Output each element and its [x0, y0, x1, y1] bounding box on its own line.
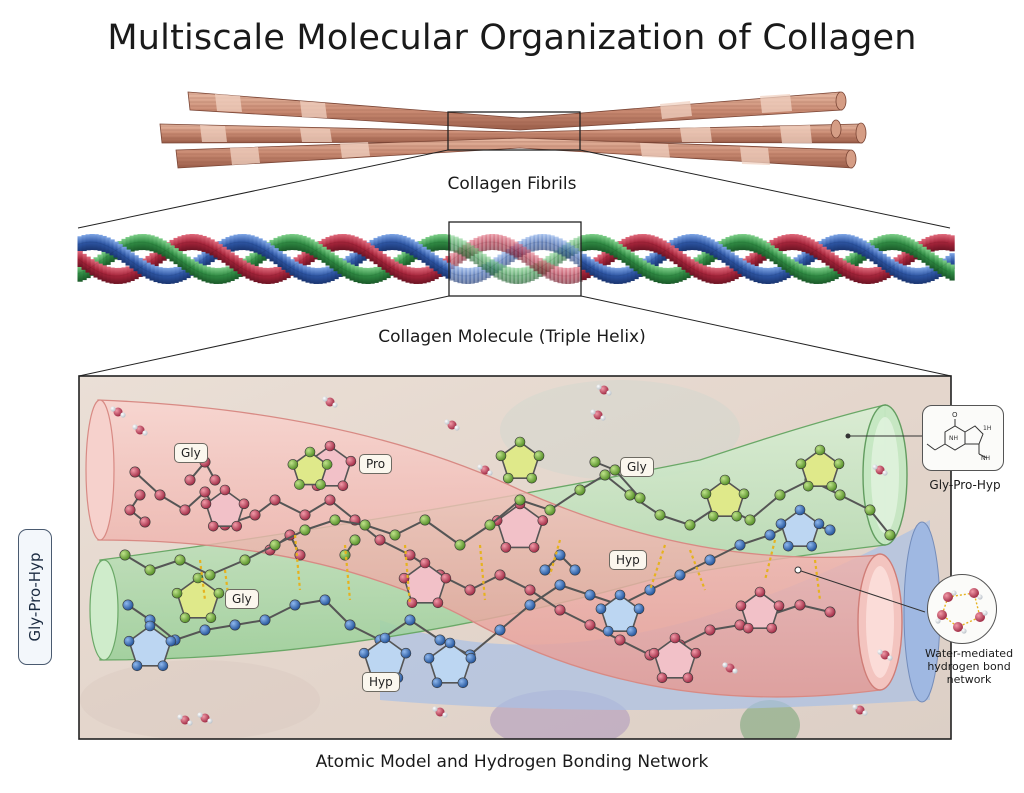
- water-molecule-icon: [877, 649, 893, 661]
- proline-ring-icon: [795, 444, 845, 492]
- hydrogen-bond: [198, 559, 207, 601]
- helix-strand-blue: [77, 241, 949, 277]
- proline-ring-icon: [398, 557, 452, 609]
- water-molecule-icon: [197, 712, 213, 724]
- green-sidechain: [589, 456, 646, 504]
- residue-tag-hyp: Hyp: [362, 672, 400, 692]
- hydrogen-bond: [688, 549, 707, 591]
- water-molecule-icon: [590, 409, 606, 421]
- proline-ring-icon: [648, 632, 702, 684]
- water-molecule-icon: [596, 384, 612, 396]
- water-callout-line: hydrogen bond: [927, 660, 1011, 673]
- water-network-inset: [927, 574, 997, 644]
- side-label-box: Gly-Pro-Hyp: [18, 529, 52, 665]
- formula-oxygen: O: [952, 411, 958, 419]
- water-molecule-icon: [132, 424, 148, 436]
- helix-strand-green: [77, 241, 949, 277]
- hydrogen-bond: [648, 544, 667, 591]
- water-molecule-icon: [722, 662, 738, 674]
- proline-ring-icon: [423, 637, 477, 689]
- background-blobs: [80, 380, 800, 739]
- water-molecule-icon: [852, 704, 868, 716]
- red-sidechain: [124, 489, 151, 528]
- water-molecules: [110, 384, 893, 726]
- molecule-caption: Collagen Molecule (Triple Helix): [378, 327, 646, 347]
- hydrogen-bond: [548, 539, 562, 576]
- zoom-line-left-2: [78, 295, 450, 377]
- helix-zoom-box: [448, 221, 582, 297]
- proline-ring-icon: [123, 620, 177, 672]
- residue-tag-gly: Gly: [620, 457, 654, 477]
- residue-tag-hyp: Hyp: [609, 550, 647, 570]
- residue-tag-gly: Gly: [225, 589, 259, 609]
- zoom-line-right: [579, 149, 951, 229]
- structure-inset: O NH NH 1H: [922, 405, 1004, 471]
- zoom-line-left: [77, 149, 449, 229]
- water-callout-line: network: [946, 673, 992, 686]
- zoom-line-right-2: [580, 295, 952, 377]
- formula-nh-2: NH: [981, 455, 990, 462]
- proline-ring-icon: [495, 436, 545, 484]
- residue-tag-pro: Pro: [359, 454, 393, 474]
- tripeptide-structure-icon: O NH NH 1H: [926, 411, 991, 462]
- fibril-bundle: [159, 91, 867, 169]
- side-label: Gly-Pro-Hyp: [26, 552, 44, 642]
- proline-ring-icon: [775, 504, 825, 552]
- hydrogen-bond: [813, 559, 822, 601]
- hydrogen-bond: [763, 539, 777, 581]
- atomic-caption: Atomic Model and Hydrogen Bonding Networ…: [315, 752, 709, 772]
- proline-ring-icon: [700, 474, 750, 522]
- water-molecule-icon: [477, 464, 493, 476]
- water-molecule-icon: [177, 714, 193, 726]
- water-network-icon: [935, 588, 988, 634]
- proline-ring-icon: [171, 572, 225, 624]
- water-molecule-icon: [432, 706, 448, 718]
- proline-ring-icon: [595, 589, 645, 637]
- diagram-title: Multiscale Molecular Organization of Col…: [107, 18, 917, 58]
- fibrils-caption: Collagen Fibrils: [447, 174, 577, 194]
- proline-ring-icon: [287, 446, 333, 490]
- formula-1h: 1H: [983, 425, 991, 432]
- proline-ring-icon: [200, 484, 250, 532]
- fibril-zoom-box: [447, 111, 581, 151]
- water-pointer: [797, 569, 926, 613]
- blue-sidechain: [539, 549, 581, 576]
- helix-strand-red: [77, 241, 949, 277]
- structure-callout-label: Gly-Pro-Hyp: [929, 478, 1001, 492]
- water-callout-line: Water-mediated: [924, 647, 1014, 660]
- water-molecule-icon: [322, 396, 338, 408]
- water-callout-label: Water-mediated hydrogen bond network: [918, 647, 1020, 686]
- proline-ring-icon: [735, 586, 785, 634]
- formula-nh: NH: [949, 435, 958, 442]
- residue-tag-gly: Gly: [174, 443, 208, 463]
- atomic-model: [119, 436, 896, 689]
- hydrogen-bond: [403, 544, 412, 606]
- triple-helix: [77, 234, 955, 284]
- atomic-panel-frame: [78, 375, 952, 740]
- water-molecule-icon: [110, 406, 126, 418]
- water-molecule-icon: [444, 419, 460, 431]
- water-molecule-icon: [872, 464, 888, 476]
